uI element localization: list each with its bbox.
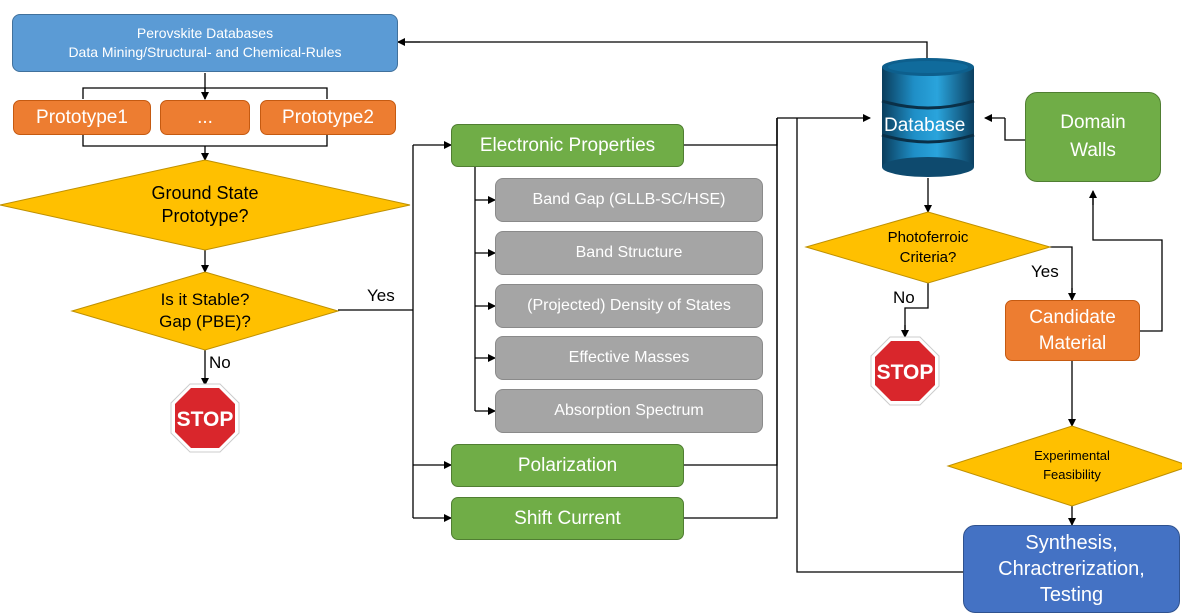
domain-walls-box: Domain Walls — [1025, 92, 1161, 182]
photoferroic-line1: Photoferroic — [887, 229, 969, 246]
polarization-box: Polarization — [451, 444, 684, 487]
synthesis-box: Synthesis, Chractrerization, Testing — [963, 525, 1180, 613]
experimental-diamond — [946, 425, 1182, 507]
databases-line1: Perovskite Databases — [136, 25, 274, 41]
ground-state-diamond — [0, 159, 411, 251]
experimental-line2: Feasibility — [1043, 467, 1101, 482]
synthesis-line2: Chractrerization, — [998, 558, 1145, 580]
synthesis-line1: Synthesis, — [1025, 532, 1118, 554]
domain-walls-line2: Walls — [1070, 140, 1116, 161]
photoferroic-diamond — [804, 211, 1052, 284]
ground-state-line2: Prototype? — [161, 206, 249, 226]
band-structure-box: Band Structure — [495, 231, 763, 275]
stable-line1: Is it Stable? — [160, 290, 250, 309]
stop-text-1: STOP — [177, 408, 234, 431]
database-label: Database — [884, 115, 966, 136]
candidate-material-box: Candidate Material — [1005, 300, 1140, 361]
photoferroic-text: Photoferroic Criteria? — [858, 225, 998, 271]
domain-walls-line1: Domain — [1060, 112, 1126, 133]
electronic-properties-box: Electronic Properties — [451, 124, 684, 167]
database-icon — [881, 58, 975, 177]
density-of-states-box: (Projected) Density of States — [495, 284, 763, 328]
experimental-text: Experimental Feasibility — [1002, 442, 1142, 488]
yes-label-photoferroic: Yes — [1031, 262, 1059, 281]
stable-check-diamond — [70, 271, 340, 351]
no-label-photoferroic: No — [893, 288, 915, 307]
stable-check-text: Is it Stable? Gap (PBE)? — [120, 285, 290, 337]
experimental-line1: Experimental — [1034, 448, 1110, 463]
prototype1-box: Prototype1 — [13, 100, 151, 135]
prototype2-box: Prototype2 — [260, 100, 396, 135]
stable-line2: Gap (PBE)? — [159, 312, 251, 331]
databases-line2: Data Mining/Structural- and Chemical-Rul… — [68, 44, 342, 60]
stop-sign-icon: STOP — [870, 336, 940, 406]
band-gap-box: Band Gap (GLLB-SC/HSE) — [495, 178, 763, 222]
stop-sign-icon: STOP — [170, 383, 240, 453]
photoferroic-line2: Criteria? — [899, 249, 957, 266]
prototype-ellipsis-box: ... — [160, 100, 250, 135]
perovskite-databases-box: Perovskite Databases Data Mining/Structu… — [12, 14, 398, 72]
absorption-spectrum-box: Absorption Spectrum — [495, 389, 763, 433]
synthesis-line3: Testing — [1039, 584, 1104, 606]
ground-state-text: Ground State Prototype? — [100, 172, 310, 238]
candidate-line2: Material — [1038, 332, 1107, 354]
shift-current-box: Shift Current — [451, 497, 684, 540]
ground-state-line1: Ground State — [151, 183, 259, 203]
yes-label-main: Yes — [367, 286, 395, 305]
no-label-main: No — [209, 353, 231, 372]
effective-masses-box: Effective Masses — [495, 336, 763, 380]
stop-text-2: STOP — [877, 361, 934, 384]
candidate-line1: Candidate — [1029, 306, 1116, 328]
